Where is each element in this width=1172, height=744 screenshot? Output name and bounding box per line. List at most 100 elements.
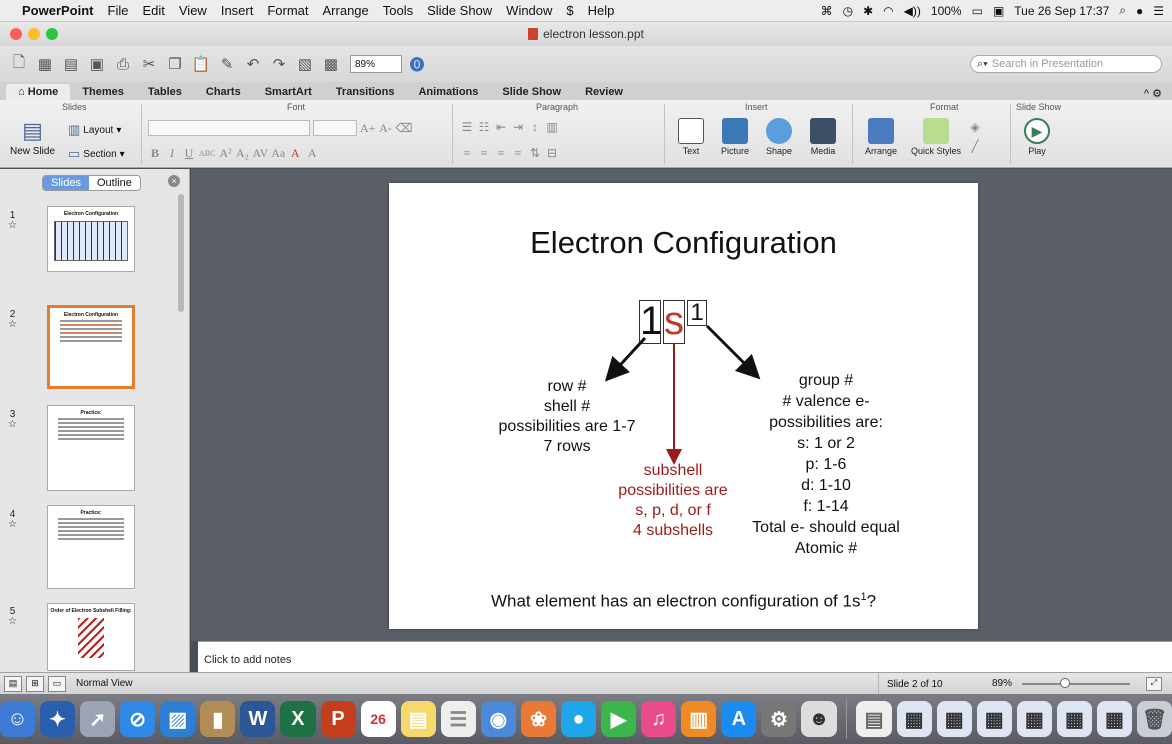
app-menu[interactable]: PowerPoint (22, 3, 94, 18)
siri-icon[interactable]: ● (1135, 3, 1144, 18)
strikethrough-button[interactable]: ABC (199, 149, 216, 158)
battery-icon[interactable]: ▭ (971, 3, 983, 18)
rocket-icon[interactable]: ➚ (80, 701, 116, 737)
italic-button[interactable]: I (170, 146, 174, 160)
tab-home[interactable]: ⌂ Home (6, 84, 71, 100)
align-text-icon[interactable]: ⊟ (546, 146, 558, 160)
minimize-window-button[interactable] (28, 28, 40, 40)
slide-thumbnail-4[interactable]: Practice: (47, 505, 135, 589)
tab-charts[interactable]: Charts (205, 86, 241, 98)
bold-button[interactable]: B (150, 146, 159, 160)
tab-smartart[interactable]: SmartArt (264, 86, 312, 98)
right-explanation[interactable]: group # # valence e- possibilities are: … (731, 370, 921, 559)
tab-slide-show[interactable]: Slide Show (502, 86, 562, 98)
new-slide-button[interactable]: ▤ New Slide (10, 118, 55, 157)
arrange-button[interactable]: Arrange (858, 118, 904, 156)
tab-review[interactable]: Review (585, 86, 623, 98)
tab-transitions[interactable]: Transitions (335, 86, 395, 98)
calendar-icon[interactable]: 26 (360, 701, 396, 737)
zoom-percent[interactable]: 89% (992, 678, 1013, 689)
tab-animations[interactable]: Animations (418, 86, 479, 98)
slide-thumbnail-2[interactable]: Electron Configuration (47, 305, 135, 389)
tab-outline[interactable]: Outline (88, 176, 140, 190)
align-left-icon[interactable]: ≡ (463, 146, 471, 160)
finder-icon[interactable]: ☺ (0, 701, 35, 737)
font-size-input[interactable] (313, 120, 357, 136)
presenter-view-button[interactable]: ▭ (48, 675, 66, 692)
clear-format-icon[interactable]: ⌫ (395, 120, 413, 135)
reminders-icon[interactable]: ☰ (440, 701, 476, 737)
extension-icon[interactable]: ⌘ (820, 3, 833, 18)
save-icon[interactable]: ▣ (89, 56, 105, 73)
powerpoint-icon[interactable]: P (320, 701, 356, 737)
bullets-icon[interactable]: ☰ (461, 120, 473, 134)
minimized-window-icon[interactable]: ▦ (896, 701, 932, 737)
contacts-icon[interactable]: ◉ (480, 701, 516, 737)
tab-slides[interactable]: Slides (43, 176, 89, 190)
current-slide[interactable]: Electron Configuration 1 s 1 row # shell… (389, 183, 978, 629)
close-icon[interactable]: × (168, 175, 180, 187)
undo-icon[interactable]: ↶ (246, 56, 260, 73)
safari-icon[interactable]: ⊘ (120, 701, 156, 737)
middle-explanation[interactable]: subshell possibilities are s, p, d, or f… (593, 461, 753, 541)
clock[interactable]: Tue 26 Sep 17:37 (1014, 3, 1110, 18)
spotlight-icon[interactable]: ⌕ (1119, 3, 1126, 17)
stickies-icon[interactable]: ▤ (400, 701, 436, 737)
minimized-window-icon[interactable]: ▦ (936, 701, 972, 737)
change-case-button[interactable]: Aa (271, 146, 286, 160)
insert-media-button[interactable]: Media (800, 118, 846, 156)
increase-indent-icon[interactable]: ⇥ (512, 120, 524, 134)
menu-file[interactable]: File (107, 3, 129, 18)
slide-thumbnail-1[interactable]: Electron Configuration (47, 206, 135, 272)
script-menu-icon[interactable]: $ (566, 3, 574, 18)
fit-to-window-button[interactable]: ⤢ (1146, 677, 1162, 691)
launchpad-icon[interactable]: ✦ (39, 701, 76, 737)
menu-format[interactable]: Format (267, 3, 309, 18)
box-electron-count[interactable]: 1 (687, 300, 707, 326)
insert-picture-button[interactable]: Picture (712, 118, 758, 156)
preview-icon[interactable]: ▨ (160, 701, 196, 737)
app-icon[interactable]: ☻ (801, 701, 837, 737)
superscript-button[interactable]: A² (219, 146, 232, 160)
input-menu-icon[interactable]: ▣ (992, 3, 1005, 18)
underline-button[interactable]: U (184, 146, 194, 160)
format-painter-icon[interactable]: ✎ (220, 56, 234, 73)
paste-icon[interactable]: 📋 (191, 56, 211, 73)
gallery-icon[interactable]: ▧ (297, 56, 313, 73)
tab-tables[interactable]: Tables (147, 86, 182, 98)
search-input[interactable]: ⌕▾ Search in Presentation (970, 55, 1162, 73)
notes-pane[interactable]: Click to add notes (198, 641, 1172, 672)
line-spacing-icon[interactable]: ↕ (532, 120, 538, 134)
notes-app-icon[interactable]: ▮ (200, 701, 236, 737)
itunes-icon[interactable]: ♫ (641, 701, 677, 737)
fill-icon[interactable]: ◈ (970, 120, 980, 134)
minimized-window-icon[interactable]: ▦ (1016, 701, 1052, 737)
minimized-window-icon[interactable]: ▦ (1096, 701, 1133, 737)
grow-font-icon[interactable]: A+ (360, 120, 376, 135)
open-icon[interactable]: ▤ (63, 56, 79, 73)
notification-center-icon[interactable]: ☰ (1153, 3, 1164, 18)
slide-question[interactable]: What element has an electron configurati… (389, 591, 978, 612)
volume-icon[interactable]: ◀)) (903, 3, 921, 18)
insert-shape-button[interactable]: Shape (756, 118, 802, 156)
minimized-window-icon[interactable]: ▦ (976, 701, 1012, 737)
subscript-button[interactable]: A₂ (236, 146, 249, 160)
slide-sorter-button[interactable]: ⊞ (26, 675, 44, 692)
word-icon[interactable]: W (240, 701, 276, 737)
redo-icon[interactable]: ↷ (272, 56, 286, 73)
menu-help[interactable]: Help (587, 3, 615, 18)
justify-icon[interactable]: ≡ (514, 146, 522, 160)
print-icon[interactable]: ⎙ (116, 55, 129, 73)
slideshow-icon[interactable]: ▩ (323, 56, 339, 73)
menu-slide-show[interactable]: Slide Show (427, 3, 493, 18)
copy-icon[interactable]: ❐ (168, 56, 182, 73)
menu-edit[interactable]: Edit (142, 3, 165, 18)
wifi-icon[interactable]: ◠ (883, 3, 894, 18)
close-window-button[interactable] (10, 28, 22, 40)
excel-icon[interactable]: X (280, 701, 316, 737)
ribbon-collapse-icon[interactable]: ^ ⚙ (1143, 88, 1162, 100)
slide-title[interactable]: Electron Configuration (530, 225, 837, 260)
decrease-indent-icon[interactable]: ⇤ (495, 120, 507, 134)
document-stack-icon[interactable]: ▤ (856, 701, 892, 737)
numbering-icon[interactable]: ☷ (478, 120, 490, 134)
